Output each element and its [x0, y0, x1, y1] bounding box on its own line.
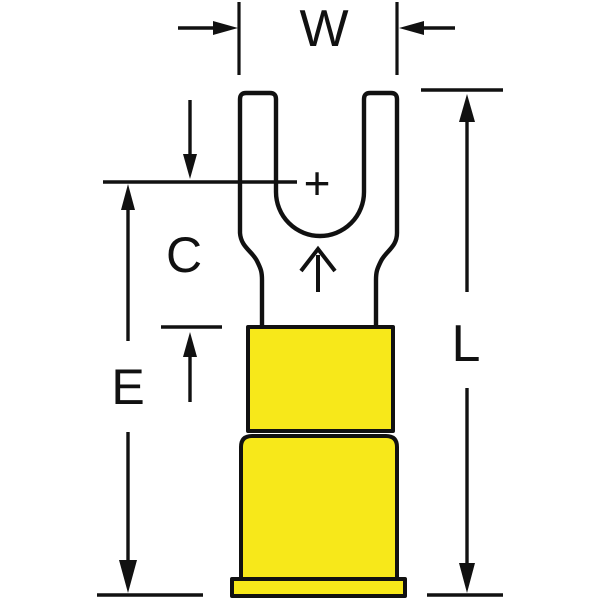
dimension-exposed: E	[97, 184, 203, 597]
width-arrowhead-right	[399, 21, 424, 35]
exposed-arrowhead-down	[119, 560, 137, 593]
width-arrowhead-left	[213, 21, 238, 35]
exposed-arrowhead-up	[121, 184, 135, 210]
center-arrowhead-down	[183, 154, 197, 179]
slot-center-mark: +	[304, 157, 331, 209]
length-arrowhead-up	[459, 94, 475, 122]
width-label: W	[299, 0, 348, 58]
dimension-length: L	[421, 88, 503, 597]
length-arrowhead-down	[459, 563, 475, 593]
insulation-barrel-lower	[239, 434, 399, 582]
center-arrowhead-up	[183, 332, 197, 357]
length-label: L	[452, 315, 481, 373]
dimension-center: C	[161, 100, 222, 402]
insulation-barrel-flange	[230, 577, 407, 598]
fork-terminal-outline	[237, 90, 400, 333]
dimension-width: W	[178, 0, 455, 75]
insulation-barrel-upper	[246, 325, 395, 433]
wire-entry-arrow-icon	[299, 245, 337, 292]
center-label: C	[166, 227, 202, 283]
exposed-label: E	[111, 359, 144, 415]
